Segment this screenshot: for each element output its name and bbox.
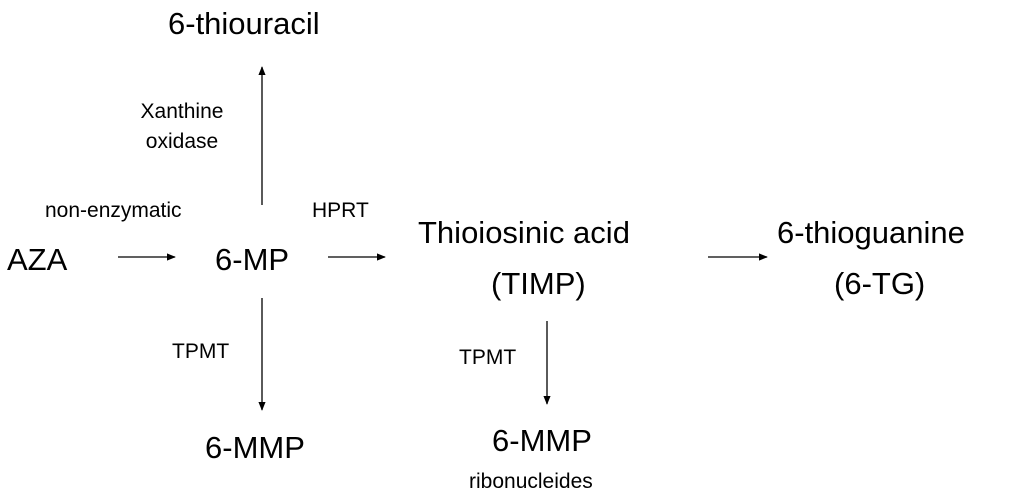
node-6-mp: 6-MP	[215, 242, 290, 277]
label-hprt: HPRT	[312, 199, 369, 222]
node-6-thioguanine: 6-thioguanine	[777, 215, 965, 250]
node-ribonucleides: ribonucleides	[469, 470, 593, 493]
node-6-mmp-right: 6-MMP	[492, 423, 592, 458]
node-aza: AZA	[7, 242, 68, 277]
label-xanthine: Xanthine	[140, 100, 224, 123]
label-non-enzymatic: non-enzymatic	[45, 199, 182, 222]
label-tpmt-left: TPMT	[172, 340, 230, 363]
label-tpmt-right: TPMT	[459, 346, 517, 369]
node-timp-abbrev: (TIMP)	[491, 266, 586, 301]
node-timp-name: Thioiosinic acid	[418, 215, 630, 250]
node-6-mmp-left: 6-MMP	[205, 430, 305, 465]
node-6-tg-abbrev: (6-TG)	[834, 266, 926, 301]
label-oxidase: oxidase	[145, 130, 219, 153]
node-6-thiouracil: 6-thiouracil	[168, 6, 320, 41]
